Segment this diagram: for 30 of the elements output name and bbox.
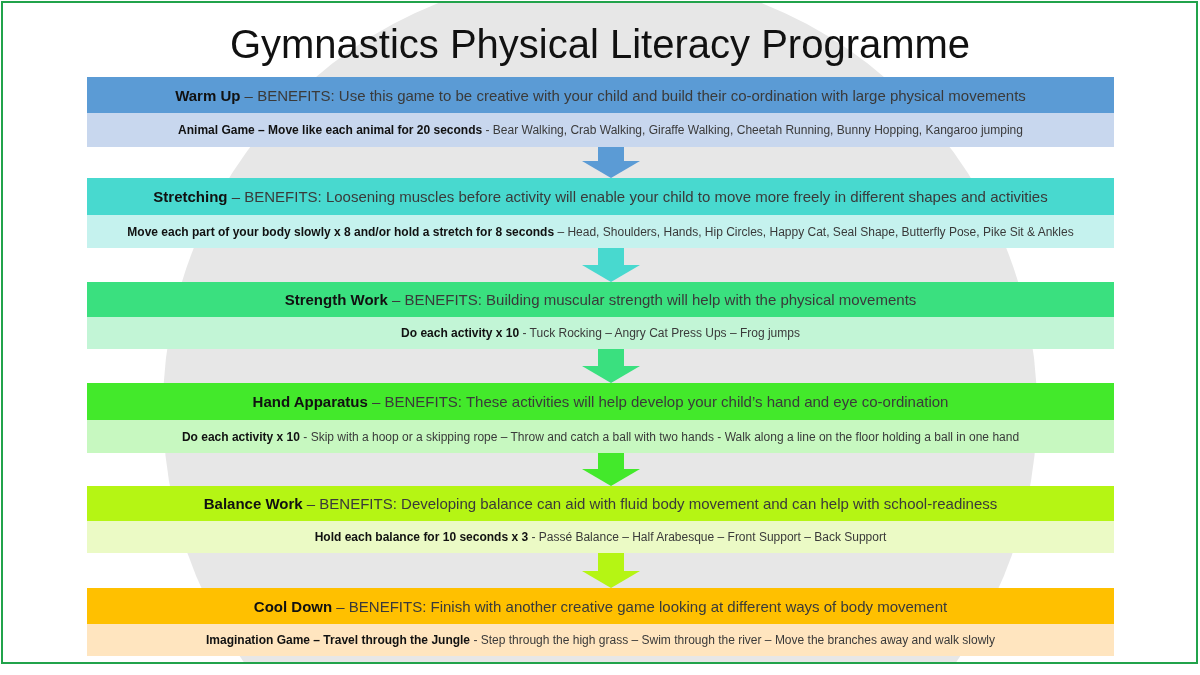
benefits-text: Cool Down – BENEFITS: Finish with another creative game looking at different ways of body movement bbox=[253, 596, 948, 616]
activity-band bbox=[87, 317, 1114, 349]
benefits-band bbox=[87, 588, 1114, 624]
benefits-text: Hand Apparatus – BENEFITS: These activities will help develop your child’s hand and eye co-ordination bbox=[252, 392, 949, 411]
benefits-text: Stretching – BENEFITS: Loosening muscles before activity will enable your child to move more freely in different shapes and activities bbox=[153, 187, 1048, 206]
activity-text: Hold each balance for 10 seconds x 3 - Passé Balance – Half Arabesque – Front Support – Back Support bbox=[314, 529, 887, 545]
benefits-band bbox=[87, 178, 1114, 215]
activity-band bbox=[87, 420, 1114, 453]
activity-text: Imagination Game – Travel through the Jungle - Step through the high grass – Swim through the river – Move the branches away and walk slowly bbox=[206, 632, 995, 648]
benefits-text: Strength Work – BENEFITS: Building muscular strength will help with the physical movements bbox=[284, 290, 917, 309]
activity-band bbox=[87, 624, 1114, 656]
arrow bbox=[582, 553, 640, 588]
arrow bbox=[582, 453, 640, 486]
arrow bbox=[582, 147, 640, 178]
benefits-band bbox=[87, 486, 1114, 521]
activity-text: Do each activity x 10 - Tuck Rocking – Angry Cat Press Ups – Frog jumps bbox=[401, 325, 800, 341]
activity-band bbox=[87, 113, 1114, 147]
activity-band bbox=[87, 521, 1114, 553]
benefits-band bbox=[87, 77, 1114, 113]
activity-band bbox=[87, 215, 1114, 248]
activity-text: Animal Game – Move like each animal for 20 seconds - Bear Walking, Crab Walking, Giraffe Walking, Cheetah Running, Bunny Hopping, Kangaroo jumping bbox=[178, 122, 1023, 138]
activity-text: Move each part of your body slowly x 8 and/or hold a stretch for 8 seconds – Head, Shoulders, Hands, Hip Circles, Happy Cat, Seal Shape, Butterfly Pose, Pike Sit & Ankles bbox=[127, 223, 1074, 240]
arrow bbox=[582, 248, 640, 282]
title: Gymnastics Physical Literacy Programme bbox=[229, 21, 971, 68]
benefits-text: Balance Work – BENEFITS: Developing balance can aid with fluid body movement and can help with school-readiness bbox=[203, 494, 998, 513]
activity-text: Do each activity x 10 - Skip with a hoop or a skipping rope – Throw and catch a ball with two hands - Walk along a line on the floor holding a ball in one hand bbox=[181, 428, 1020, 445]
benefits-text: Warm Up – BENEFITS: Use this game to be creative with your child and build their co-ordination with large physical movements bbox=[175, 85, 1026, 105]
arrow bbox=[582, 349, 640, 383]
benefits-band bbox=[87, 282, 1114, 317]
benefits-band bbox=[87, 383, 1114, 420]
